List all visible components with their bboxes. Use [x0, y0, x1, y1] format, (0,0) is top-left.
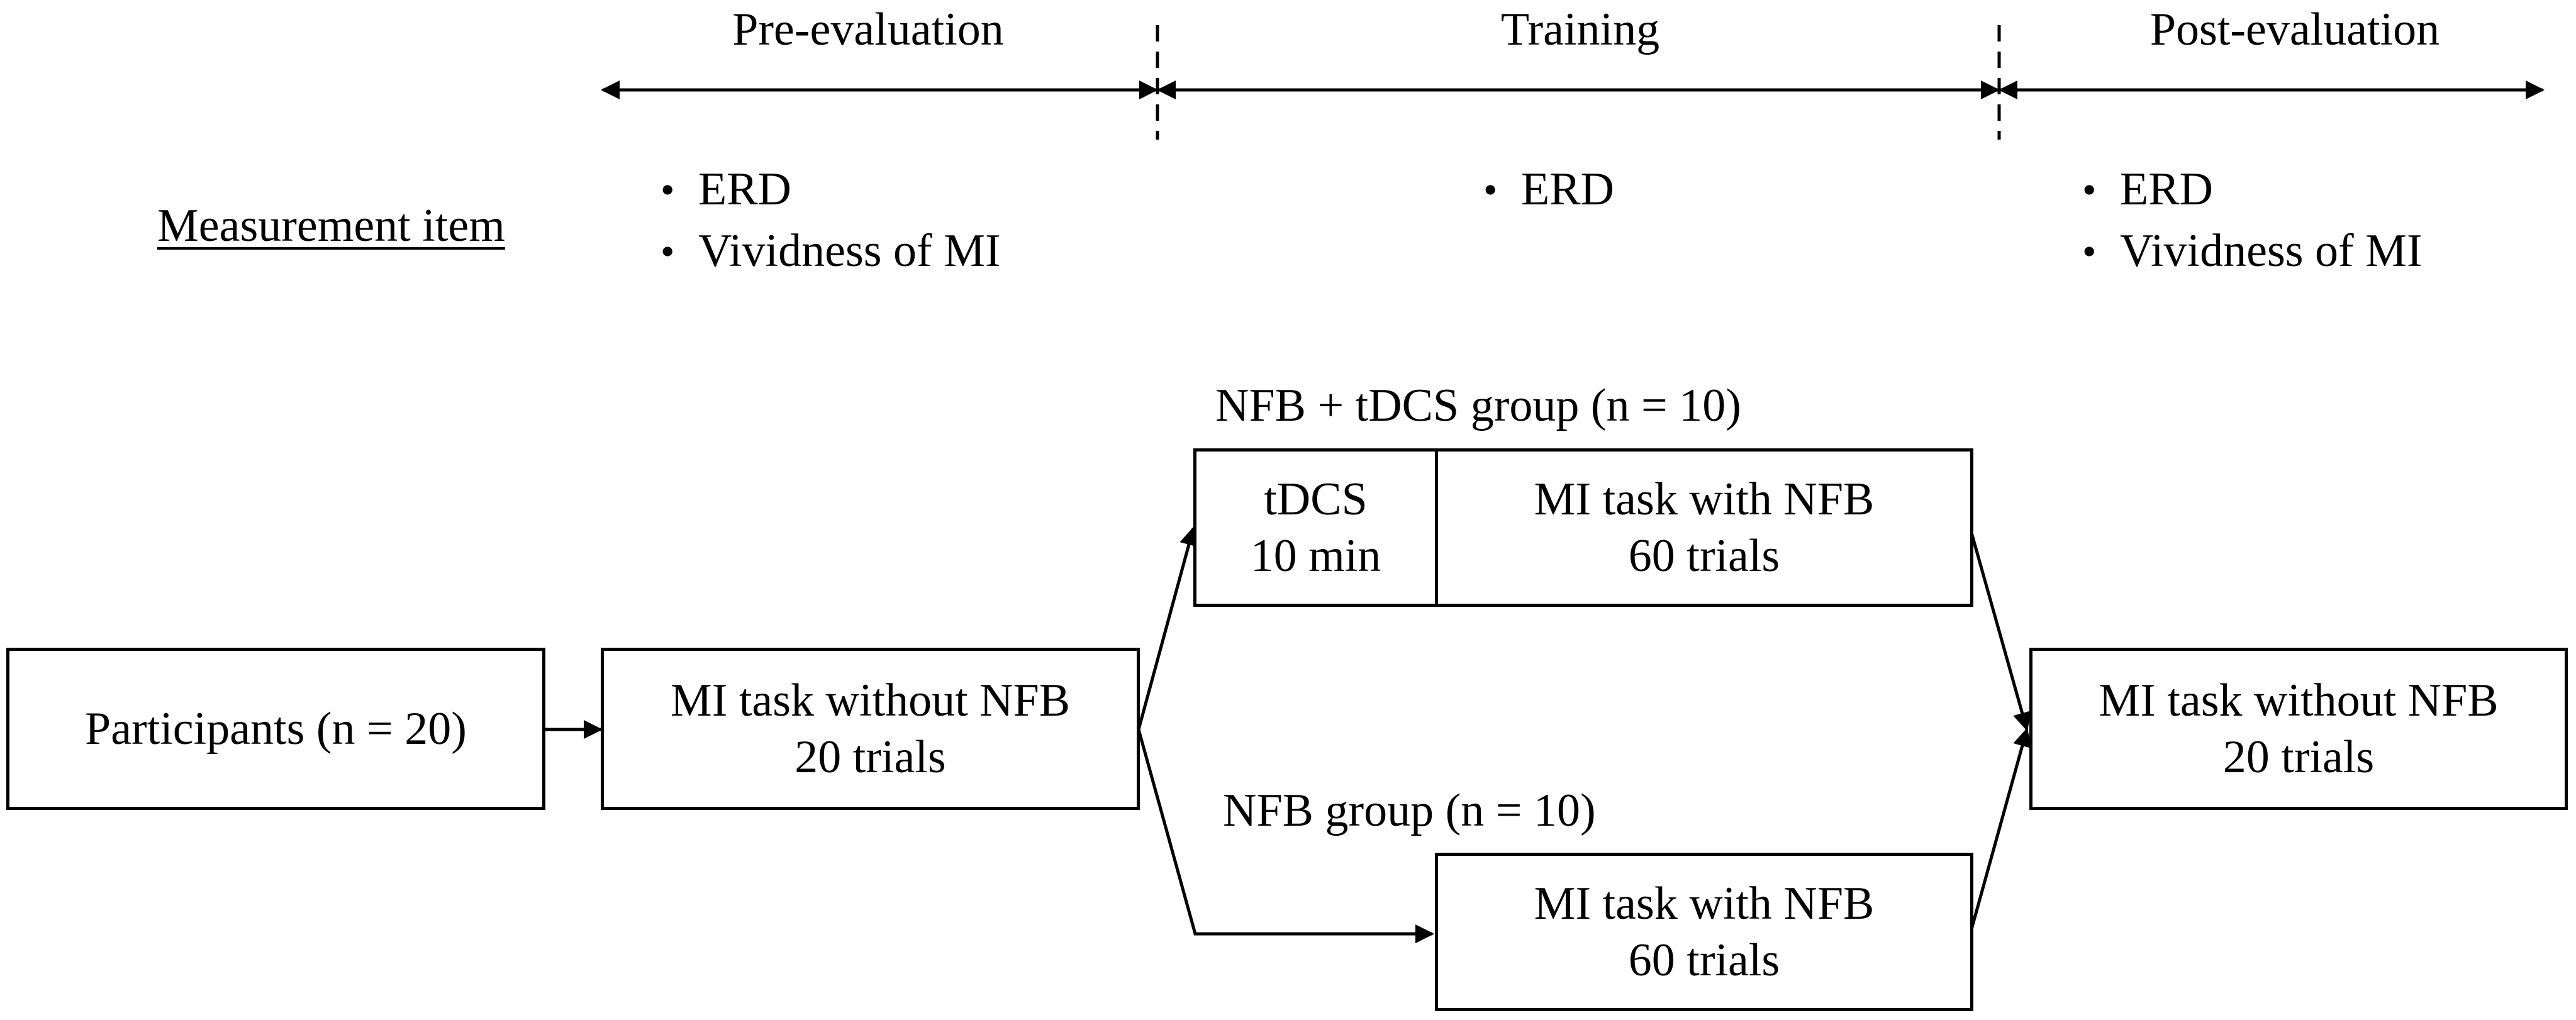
tdcs-task-box: MI task with NFB 60 trials	[1435, 448, 1973, 607]
measurement-list-post: •ERD •Vividness of MI	[2082, 158, 2423, 282]
bullet-icon: •	[661, 167, 675, 212]
arrow-nfb-to-post	[1968, 728, 2032, 934]
list-item: •ERD	[2082, 164, 2213, 215]
bullet-icon: •	[2082, 167, 2097, 212]
list-item: •Vividness of MI	[2082, 225, 2423, 277]
phase-label-post: Post-evaluation	[2149, 4, 2440, 55]
phase-label-training: Training	[1500, 4, 1660, 55]
arrow-pre-to-tdcs	[1137, 526, 1198, 730]
participants-box: Participants (n = 20)	[6, 648, 545, 810]
bullet-icon: •	[661, 229, 675, 274]
arrow-tdcs-to-post	[1968, 528, 2032, 731]
list-item: •ERD	[1483, 164, 1614, 215]
arrow-pre-to-nfb	[1137, 729, 1434, 943]
measurement-list-training: •ERD	[1483, 158, 1614, 220]
measurement-list-pre: •ERD •Vividness of MI	[661, 158, 1001, 282]
bullet-icon: •	[1483, 167, 1498, 212]
list-item: •Vividness of MI	[661, 225, 1001, 277]
tdcs-box: tDCS 10 min	[1193, 448, 1438, 607]
measurement-item-label: Measurement item	[157, 200, 505, 252]
bullet-icon: •	[2082, 229, 2097, 274]
phase-label-pre: Pre-evaluation	[732, 4, 1004, 55]
list-item: •ERD	[661, 164, 791, 215]
group-label-tdcs: NFB + tDCS group (n = 10)	[1215, 380, 1741, 431]
nfb-task-box: MI task with NFB 60 trials	[1435, 853, 1973, 1011]
post-task-box: MI task without NFB 20 trials	[2029, 648, 2568, 810]
pre-task-box: MI task without NFB 20 trials	[601, 648, 1140, 810]
group-label-nfb: NFB group (n = 10)	[1223, 785, 1596, 836]
